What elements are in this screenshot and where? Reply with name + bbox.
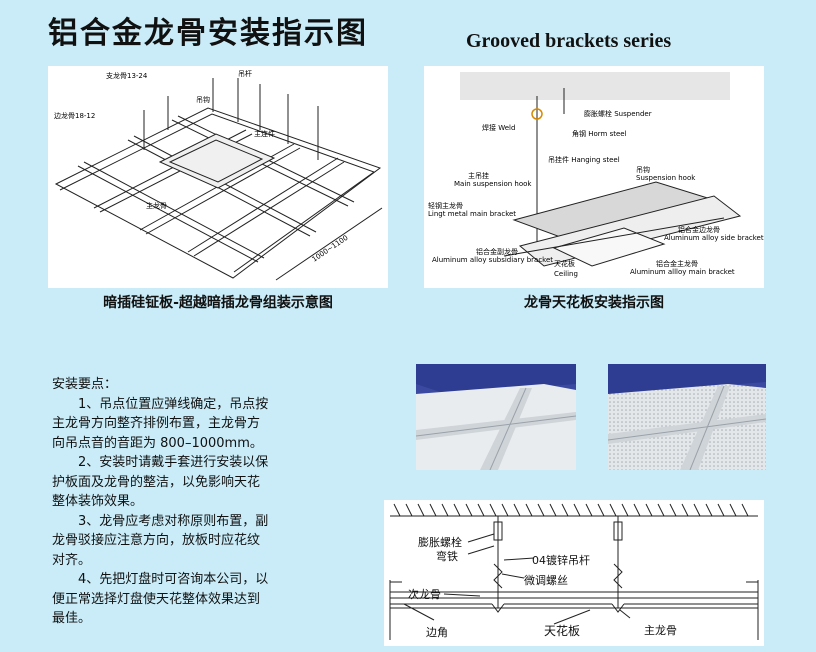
label-ceiling: 天花板 [544,624,581,638]
notes-line: 主龙骨方向整齐排例布置，主龙骨方 [52,416,261,431]
label-dimension: 1000~1100 [311,234,350,264]
notes-line: 1、吊点位置应弹线确定，吊点按 [78,396,269,412]
notes-line: 对齐。 [52,552,92,568]
label-horm-steel: 角钢 Horm steel [572,129,627,138]
ceiling-install-diagram: 膨胀螺栓 Suspender 焊接 Weld 角钢 Horm steel 吊挂件… [424,66,764,288]
label-secondary-keel: 次龙骨 [408,588,441,601]
ceiling-install-drawing: 膨胀螺栓 Suspender 焊接 Weld 角钢 Horm steel 吊挂件… [428,72,764,278]
label-edge: 边角 [426,626,448,639]
label-main-connector: 主连件 [254,129,275,138]
right-diagram-caption: 龙骨天花板安装指示图 [524,295,664,311]
label-expansion-bolt: 膨胀螺栓 [418,536,462,549]
grid-assembly-diagram: 支龙骨13-24 吊杆 吊钩 主连件 边龙骨18-12 主龙骨 1000~110… [48,66,388,288]
label-light-main-en: Lingt metal main bracket [428,210,516,218]
notes-heading: 安装要点： [52,377,118,392]
label-side-bracket-en: Aluminum alloy side bracket [664,234,764,242]
label-main-bone: 支龙骨13-24 [106,71,148,80]
label-ceiling-cn: 天花板 [554,259,575,268]
label-hanger-hook: 吊钩 [196,95,210,104]
label-main-keel: 主龙骨 [644,624,677,637]
label-light-main-cn: 轻钢主龙骨 [428,201,463,210]
label-hanging-steel: 吊挂件 Hanging steel [548,155,620,164]
left-diagram-caption: 暗插硅钲板-超越暗插龙骨组装示意图 [103,295,333,311]
notes-line: 3、龙骨应考虑对称原则布置，副 [78,513,269,529]
label-ceiling-en: Ceiling [554,270,578,278]
grid-frame-drawing: 支龙骨13-24 吊杆 吊钩 主连件 边龙骨18-12 主龙骨 1000~110… [54,69,383,281]
label-main-keel: 主龙骨 [146,201,167,210]
label-main-bracket-cn: 铝合金主龙骨 [656,259,698,268]
page-title: 铝合金龙骨安装指示图 [48,16,368,51]
label-suspension-hook-en: Suspension hook [636,174,696,182]
label-main-suspension-hook-cn: 主吊挂 [468,171,489,180]
notes-line: 4、先把灯盘时可咨询本公司，以 [78,572,269,587]
notes-line: 最佳。 [52,611,92,626]
label-hanger-rod: 吊杆 [238,69,252,78]
label-edge-bone: 边龙骨18-12 [54,111,95,120]
label-main-suspension-hook-en: Main suspension hook [454,180,532,188]
notes-line: 便正常选择灯盘使天花整体效果达到 [52,591,261,607]
section-drawing [389,503,759,640]
label-side-bracket-cn: 铝合金边龙骨 [678,225,720,234]
ceiling-photo-perforated [608,364,766,470]
label-main-bracket-en: Aluminum allloy main bracket [630,268,735,276]
notes-line: 2、安装时请戴手套进行安装以保 [78,455,269,470]
notes-line: 整体装饰效果。 [52,494,144,509]
label-suspension-hook: 吊钩 [636,165,650,174]
notes-line: 向吊点音的音距为 800–1000mm。 [52,435,263,451]
label-rod: 04镀锌吊杆 [532,554,590,567]
page-subtitle-en: Grooved brackets series [466,30,672,52]
ceiling-section-diagram: 膨胀螺栓 弯铁 04镀锌吊杆 微调螺丝 次龙骨 边角 天花板 主龙骨 [384,500,764,646]
label-weld: 焊接 Weld [482,123,515,132]
label-subsidiary-cn: 铝合金副龙骨 [476,247,518,256]
notes-line: 护板面及龙骨的整洁，以免影响天花 [52,474,261,490]
ceiling-photo-smooth [416,364,576,470]
notes-line: 龙骨驳接应注意方向，放板时应花纹 [52,533,261,548]
installation-notes: 安装要点： 1、吊点位置应弹线确定，吊点按 主龙骨方向整齐排例布置，主龙骨方 向… [52,375,362,629]
label-adjust-screw: 微调螺丝 [524,574,568,587]
label-suspender: 膨胀螺栓 Suspender [584,109,652,118]
label-subsidiary-en: Aluminum alloy subsidiary bracket [432,256,553,264]
label-bent-iron: 弯铁 [436,550,458,563]
